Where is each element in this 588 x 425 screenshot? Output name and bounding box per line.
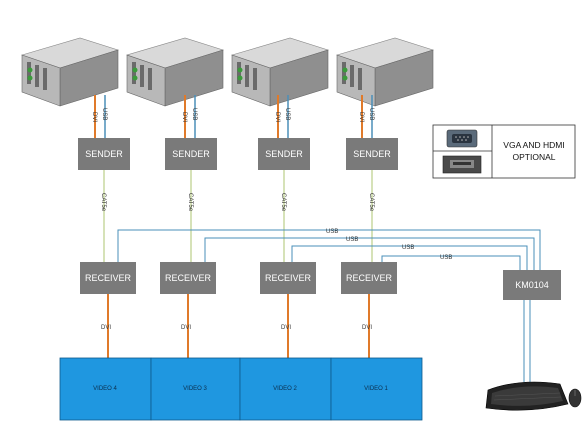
receiver-4: RECEIVER xyxy=(341,262,397,294)
dvi-label-r2: DVI xyxy=(181,325,191,331)
legend-line-2: OPTIONAL xyxy=(513,152,556,162)
usb-label-s2: USB xyxy=(191,108,197,120)
cat5e-cables xyxy=(103,170,373,262)
dvi-label-r4: DVI xyxy=(362,325,372,331)
dvi-label-r1: DVI xyxy=(101,325,111,331)
receiver-2: RECEIVER xyxy=(160,262,216,294)
receiver-2-label: RECEIVER xyxy=(165,273,212,283)
usb-line-labels: USB USB USB USB xyxy=(326,229,452,261)
cat5e-label-2: CAT5e xyxy=(187,193,193,212)
legend-line-1: VGA AND HDMI xyxy=(503,140,564,150)
video-wall: VIDEO 4 VIDEO 3 VIDEO 2 VIDEO 1 xyxy=(59,357,423,421)
server-sender-cables xyxy=(94,95,373,138)
cat5e-label-3: CAT5e xyxy=(280,193,286,212)
receiver-1-label: RECEIVER xyxy=(85,273,132,283)
server-4 xyxy=(336,37,435,107)
dvi-label-s3: DVI xyxy=(274,112,280,122)
receiver-1: RECEIVER xyxy=(80,262,136,294)
usb-line-label-2: USB xyxy=(346,237,358,243)
sender-3-label: SENDER xyxy=(265,149,303,159)
legend: VGA AND HDMI OPTIONAL xyxy=(432,124,576,179)
usb-line-label-1: USB xyxy=(326,229,338,235)
server-2 xyxy=(126,37,225,107)
cat5e-label-4: CAT5e xyxy=(368,193,374,212)
dvi-label-s2: DVI xyxy=(181,112,187,122)
usb-line-label-4: USB xyxy=(440,255,452,261)
keyboard-icon xyxy=(485,381,569,411)
receiver-video-cables xyxy=(107,294,370,358)
sender-2-label: SENDER xyxy=(172,149,210,159)
usb-label-s3: USB xyxy=(284,108,290,120)
keyboard-cables xyxy=(523,300,531,382)
sender-2: SENDER xyxy=(165,138,217,170)
dvi-label-r3: DVI xyxy=(281,325,291,331)
sender-4-label: SENDER xyxy=(353,149,391,159)
video-4-label: VIDEO 4 xyxy=(93,386,117,392)
receiver-video-labels: DVI DVI DVI DVI xyxy=(101,325,372,331)
video-1-label: VIDEO 1 xyxy=(364,386,388,392)
receiver-3: RECEIVER xyxy=(260,262,316,294)
cat5e-labels: CAT5e CAT5e CAT5e CAT5e xyxy=(100,193,374,212)
sender-4: SENDER xyxy=(346,138,398,170)
receiver-4-label: RECEIVER xyxy=(346,273,393,283)
server-1 xyxy=(21,37,120,107)
usb-lines xyxy=(117,229,541,270)
hdmi-connector-icon xyxy=(442,155,482,174)
cat5e-label-1: CAT5e xyxy=(100,193,106,212)
usb-label-s4: USB xyxy=(368,108,374,120)
sender-3: SENDER xyxy=(258,138,310,170)
sender-1-label: SENDER xyxy=(85,149,123,159)
server-3 xyxy=(231,37,330,107)
dvi-label-s4: DVI xyxy=(358,112,364,122)
vga-connector-icon xyxy=(446,129,478,148)
dvi-label-s1: DVI xyxy=(91,112,97,122)
usb-line-label-3: USB xyxy=(402,245,414,251)
video-3-label: VIDEO 3 xyxy=(183,386,207,392)
video-2-label: VIDEO 2 xyxy=(273,386,297,392)
km0104-label: KM0104 xyxy=(515,280,549,290)
usb-label-s1: USB xyxy=(101,108,107,120)
sender-1: SENDER xyxy=(78,138,130,170)
receiver-3-label: RECEIVER xyxy=(265,273,312,283)
mouse-icon xyxy=(568,388,582,408)
km0104-switch: KM0104 xyxy=(503,270,561,300)
server-sender-labels: DVI USB DVI USB DVI USB DVI USB xyxy=(91,108,374,122)
